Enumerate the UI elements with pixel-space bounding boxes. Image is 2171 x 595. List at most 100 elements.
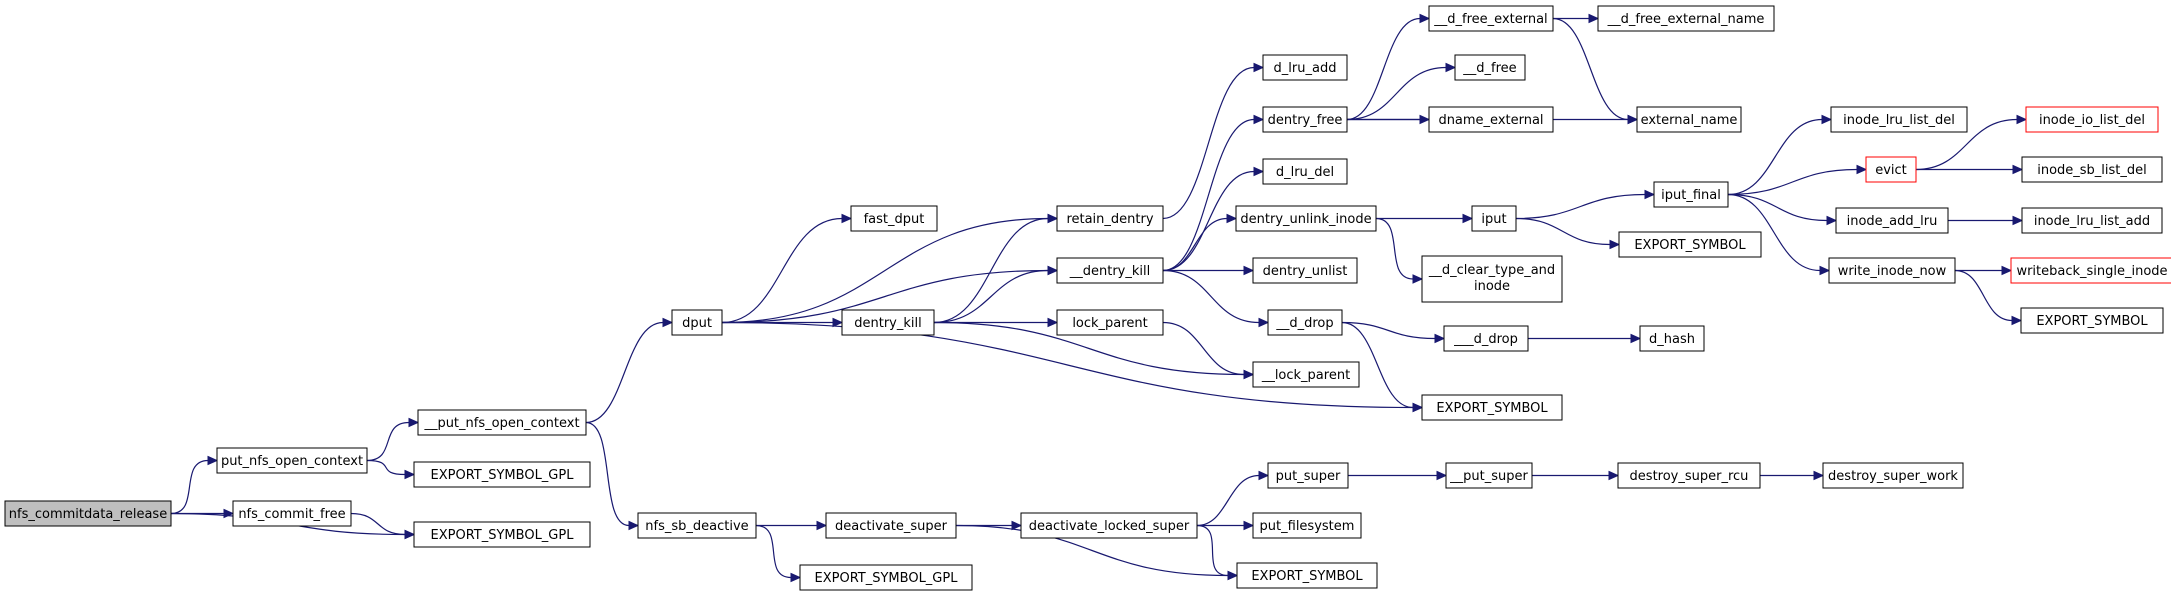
node-box[interactable] xyxy=(1267,462,1349,489)
node-deactivate-locked-super[interactable]: deactivate_locked_super xyxy=(1020,512,1198,539)
node-retain-dentry[interactable]: retain_dentry xyxy=(1056,205,1164,232)
node-box[interactable] xyxy=(1428,5,1554,32)
node-box[interactable] xyxy=(1828,257,1956,284)
node-dentry-unlink-inode[interactable]: dentry_unlink_inode xyxy=(1235,205,1377,232)
node-box[interactable] xyxy=(2021,207,2163,234)
node-lock-parent[interactable]: __lock_parent xyxy=(1252,361,1360,388)
node-box[interactable] xyxy=(637,512,757,539)
node-box[interactable] xyxy=(1236,562,1378,589)
node-dname-external[interactable]: dname_external xyxy=(1428,106,1554,133)
node-box[interactable] xyxy=(413,461,591,488)
node-iput[interactable]: iput xyxy=(1471,205,1517,232)
node-d-free-external-name[interactable]: __d_free_external_name xyxy=(1597,5,1775,32)
node-d-lru-del[interactable]: d_lru_del xyxy=(1262,158,1348,185)
node-inode-io-list-del[interactable]: inode_io_list_del xyxy=(2025,106,2159,133)
node-box[interactable] xyxy=(2025,106,2159,133)
node-box[interactable] xyxy=(1830,106,1968,133)
node-box[interactable] xyxy=(841,309,935,336)
node-d-drop[interactable]: __d_drop xyxy=(1267,309,1343,336)
node-box[interactable] xyxy=(216,447,368,474)
node-box[interactable] xyxy=(1445,462,1533,489)
node-box[interactable] xyxy=(1618,231,1762,258)
node-export-symbol-gpl[interactable]: EXPORT_SYMBOL_GPL xyxy=(799,564,973,591)
node-box[interactable] xyxy=(1252,361,1360,388)
node-lock-parent[interactable]: lock_parent xyxy=(1056,309,1164,336)
node-iput-final[interactable]: iput_final xyxy=(1653,181,1729,208)
node-inode-sb-list-del[interactable]: inode_sb_list_del xyxy=(2021,156,2163,183)
node-d-hash[interactable]: d_hash xyxy=(1639,325,1705,352)
node-inode-lru-list-del[interactable]: inode_lru_list_del xyxy=(1830,106,1968,133)
node-evict[interactable]: evict xyxy=(1865,156,1917,183)
node-box[interactable] xyxy=(2020,307,2164,334)
node-box[interactable] xyxy=(2010,257,2171,284)
node-box[interactable] xyxy=(1835,207,1949,234)
node-export-symbol-gpl[interactable]: EXPORT_SYMBOL_GPL xyxy=(413,461,591,488)
node-box[interactable] xyxy=(1471,205,1517,232)
node-destroy-super-rcu[interactable]: destroy_super_rcu xyxy=(1617,462,1761,489)
node-box[interactable] xyxy=(1421,394,1563,421)
node-box[interactable] xyxy=(1597,5,1775,32)
node-export-symbol[interactable]: EXPORT_SYMBOL xyxy=(1421,394,1563,421)
node-box[interactable] xyxy=(1653,181,1729,208)
node-deactivate-super[interactable]: deactivate_super xyxy=(825,512,957,539)
node-inode-lru-list-add[interactable]: inode_lru_list_add xyxy=(2021,207,2163,234)
node-box[interactable] xyxy=(799,564,973,591)
node-dentry-kill[interactable]: __dentry_kill xyxy=(1056,257,1164,284)
node-nfs-commit-free[interactable]: nfs_commit_free xyxy=(232,500,352,527)
node-box[interactable] xyxy=(413,521,591,548)
node-box[interactable] xyxy=(1639,325,1705,352)
node-box[interactable] xyxy=(1262,158,1348,185)
node-export-symbol[interactable]: EXPORT_SYMBOL xyxy=(1618,231,1762,258)
node-put-super[interactable]: put_super xyxy=(1267,462,1349,489)
node-d-lru-add[interactable]: d_lru_add xyxy=(1262,54,1348,81)
node-dentry-unlist[interactable]: dentry_unlist xyxy=(1252,257,1358,284)
node-box[interactable] xyxy=(1056,257,1164,284)
node-box[interactable] xyxy=(1267,309,1343,336)
node-box[interactable] xyxy=(1428,106,1554,133)
node-nfs-sb-deactive[interactable]: nfs_sb_deactive xyxy=(637,512,757,539)
node-put-filesystem[interactable]: put_filesystem xyxy=(1252,512,1362,539)
node-write-inode-now[interactable]: write_inode_now xyxy=(1828,257,1956,284)
node-box[interactable] xyxy=(1020,512,1198,539)
node-box[interactable] xyxy=(1252,512,1362,539)
node-put-super[interactable]: __put_super xyxy=(1445,462,1533,489)
node-destroy-super-work[interactable]: destroy_super_work xyxy=(1822,462,1964,489)
node-box[interactable] xyxy=(2021,156,2163,183)
node-box[interactable] xyxy=(1636,106,1742,133)
node-export-symbol[interactable]: EXPORT_SYMBOL xyxy=(1236,562,1378,589)
node-box[interactable] xyxy=(1421,255,1563,303)
node-box[interactable] xyxy=(1262,106,1348,133)
node-put-nfs-open-context[interactable]: put_nfs_open_context xyxy=(216,447,368,474)
node-external-name[interactable]: external_name xyxy=(1636,106,1742,133)
node-box[interactable] xyxy=(417,409,587,436)
node-box[interactable] xyxy=(850,205,938,232)
node-box[interactable] xyxy=(1252,257,1358,284)
node-fast-dput[interactable]: fast_dput xyxy=(850,205,938,232)
node-box[interactable] xyxy=(4,500,172,527)
node-d-free[interactable]: __d_free xyxy=(1454,54,1526,81)
node-nfs-commitdata-release[interactable]: nfs_commitdata_release xyxy=(4,500,172,527)
node-box[interactable] xyxy=(1235,205,1377,232)
node-box[interactable] xyxy=(825,512,957,539)
node-inode-add-lru[interactable]: inode_add_lru xyxy=(1835,207,1949,234)
node-dentry-kill[interactable]: dentry_kill xyxy=(841,309,935,336)
node-box[interactable] xyxy=(1443,325,1529,352)
node-put-nfs-open-context[interactable]: __put_nfs_open_context xyxy=(417,409,587,436)
node-writeback-single-inode[interactable]: writeback_single_inode xyxy=(2010,257,2171,284)
node-export-symbol[interactable]: EXPORT_SYMBOL xyxy=(2020,307,2164,334)
node-box[interactable] xyxy=(1056,309,1164,336)
node-box[interactable] xyxy=(1865,156,1917,183)
node-dput[interactable]: dput xyxy=(671,309,723,336)
node-d-free-external[interactable]: __d_free_external xyxy=(1428,5,1554,32)
node-export-symbol-gpl[interactable]: EXPORT_SYMBOL_GPL xyxy=(413,521,591,548)
node-box[interactable] xyxy=(671,309,723,336)
node-dentry-free[interactable]: dentry_free xyxy=(1262,106,1348,133)
node-box[interactable] xyxy=(1822,462,1964,489)
node-box[interactable] xyxy=(1262,54,1348,81)
node-d-drop[interactable]: ___d_drop xyxy=(1443,325,1529,352)
node-box[interactable] xyxy=(1454,54,1526,81)
node-box[interactable] xyxy=(232,500,352,527)
node-box[interactable] xyxy=(1617,462,1761,489)
node-box[interactable] xyxy=(1056,205,1164,232)
